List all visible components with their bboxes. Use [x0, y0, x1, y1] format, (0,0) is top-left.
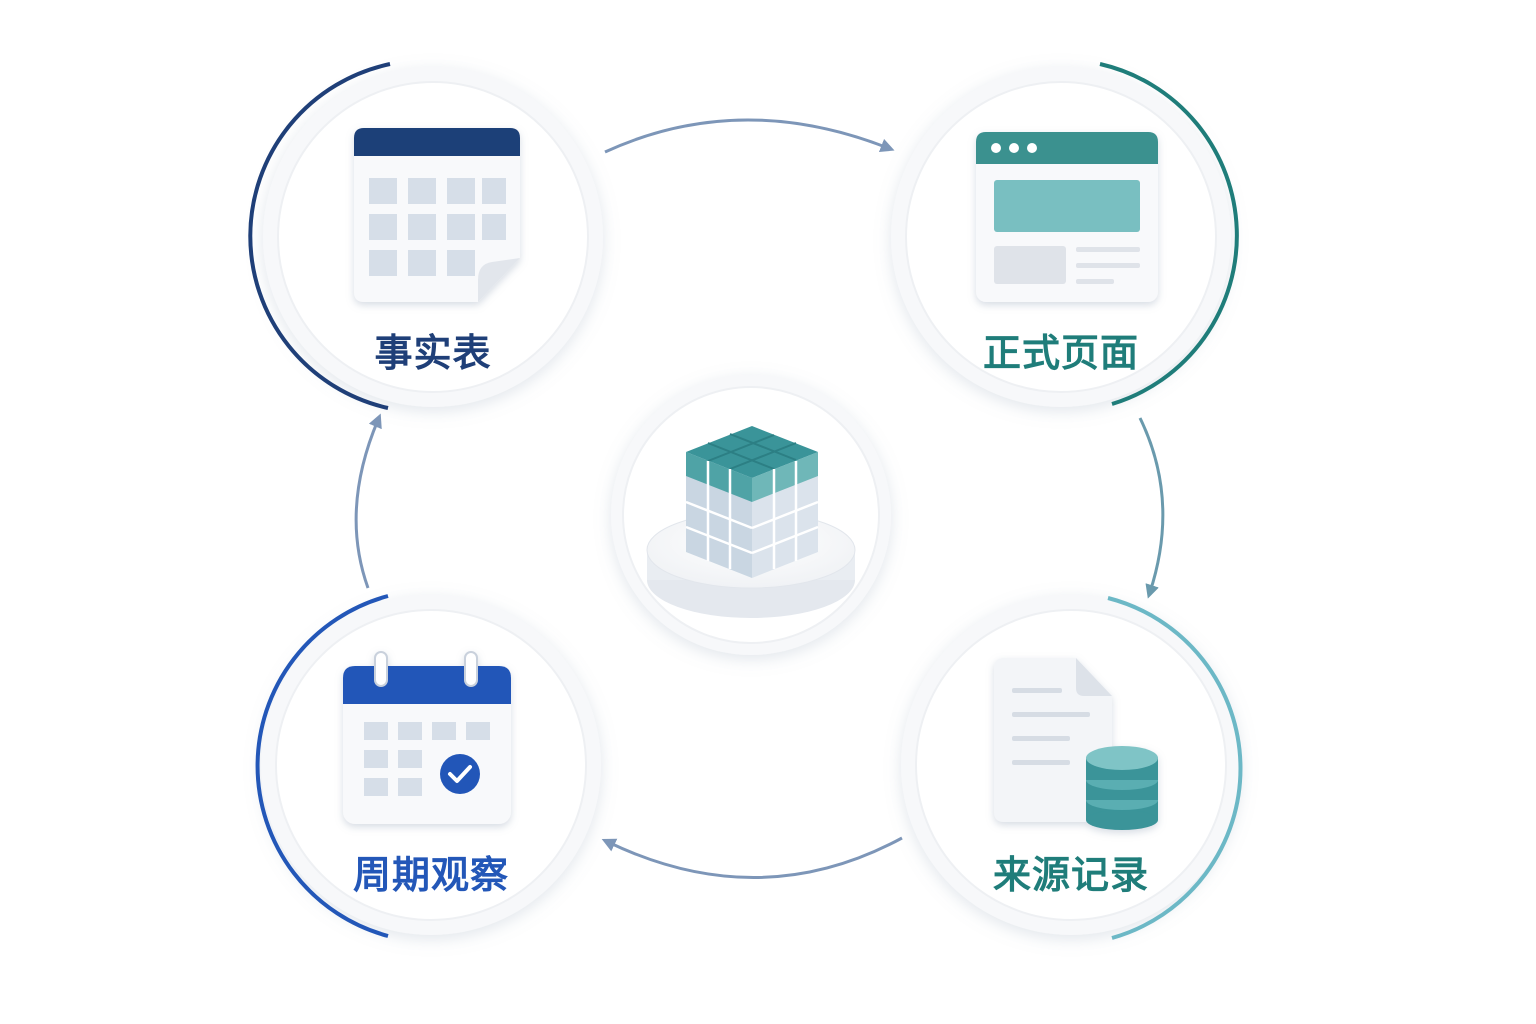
source-accent-arc — [1107, 596, 1243, 940]
arrow-pages-to-source — [1138, 417, 1165, 599]
pages-accent-arc — [1099, 62, 1239, 406]
center-hub — [611, 375, 891, 655]
document-database-icon — [994, 658, 1158, 830]
calendar-check-icon — [343, 651, 511, 824]
node-label-source: 来源记录 — [992, 853, 1149, 897]
spreadsheet-icon — [354, 128, 520, 302]
arrow-period-to-facts — [354, 413, 382, 589]
node-facts — [248, 62, 603, 410]
browser-window-icon — [976, 132, 1158, 302]
arrow-facts-to-pages — [604, 118, 895, 154]
cycle-arrows — [354, 118, 1165, 879]
facts-accent-arc — [248, 62, 391, 410]
node-label-period: 周期观察 — [352, 853, 509, 897]
data-cube-icon — [646, 426, 856, 618]
arrow-source-to-period — [601, 836, 903, 879]
node-pages — [891, 62, 1239, 407]
node-label-pages: 正式页面 — [982, 331, 1139, 375]
node-period — [255, 594, 601, 938]
node-source — [901, 595, 1243, 940]
period-accent-arc — [255, 594, 389, 938]
node-label-facts: 事实表 — [374, 331, 492, 375]
